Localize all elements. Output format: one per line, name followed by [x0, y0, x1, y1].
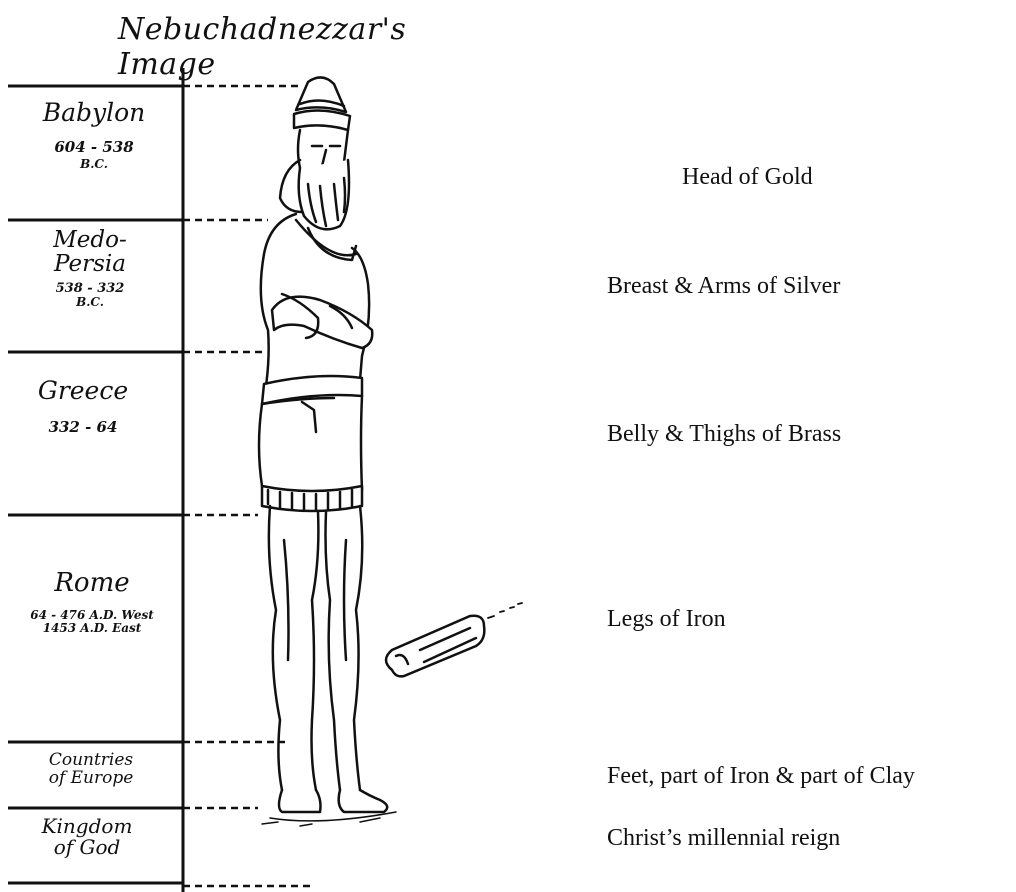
kingdom-years: 538 - 332	[10, 282, 170, 296]
kingdom-greece: Greece 332 - 64	[8, 378, 158, 436]
kingdom-of-god: Kingdom of God	[12, 816, 162, 858]
label-feet-iron-clay: Feet, part of Iron & part of Clay	[607, 763, 915, 790]
kingdom-countries-of-europe: Countries of Europe	[16, 752, 166, 788]
kingdom-name: Medo- Persia	[10, 228, 170, 276]
kingdom-name: Greece	[8, 378, 158, 404]
kingdom-years: 604 - 538	[14, 140, 174, 156]
era-dividers-dashed	[183, 86, 310, 886]
kingdom-name: Rome	[6, 570, 178, 597]
label-breast-arms-silver: Breast & Arms of Silver	[607, 273, 840, 300]
label-christ-millennial-reign: Christ’s millennial reign	[607, 825, 840, 852]
stone-icon	[386, 603, 522, 676]
kingdom-name: Babylon	[14, 100, 174, 126]
kingdom-name: Countries of Europe	[16, 752, 166, 788]
label-belly-thighs-brass: Belly & Thighs of Brass	[607, 421, 841, 448]
kingdom-era: B.C.	[10, 296, 170, 309]
label-legs-of-iron: Legs of Iron	[607, 606, 726, 633]
kingdom-era: B.C.	[14, 158, 174, 171]
kingdom-years: 332 - 64	[8, 420, 158, 436]
kingdom-rome: Rome 64 - 476 A.D. West 1453 A.D. East	[6, 570, 178, 634]
kingdom-years: 64 - 476 A.D. West 1453 A.D. East	[6, 609, 178, 634]
kingdom-babylon: Babylon 604 - 538 B.C.	[14, 100, 174, 171]
statue-figure	[259, 77, 396, 826]
label-head-of-gold: Head of Gold	[682, 164, 813, 191]
kingdom-medo-persia: Medo- Persia 538 - 332 B.C.	[10, 228, 170, 309]
kingdom-name: Kingdom of God	[12, 816, 162, 858]
